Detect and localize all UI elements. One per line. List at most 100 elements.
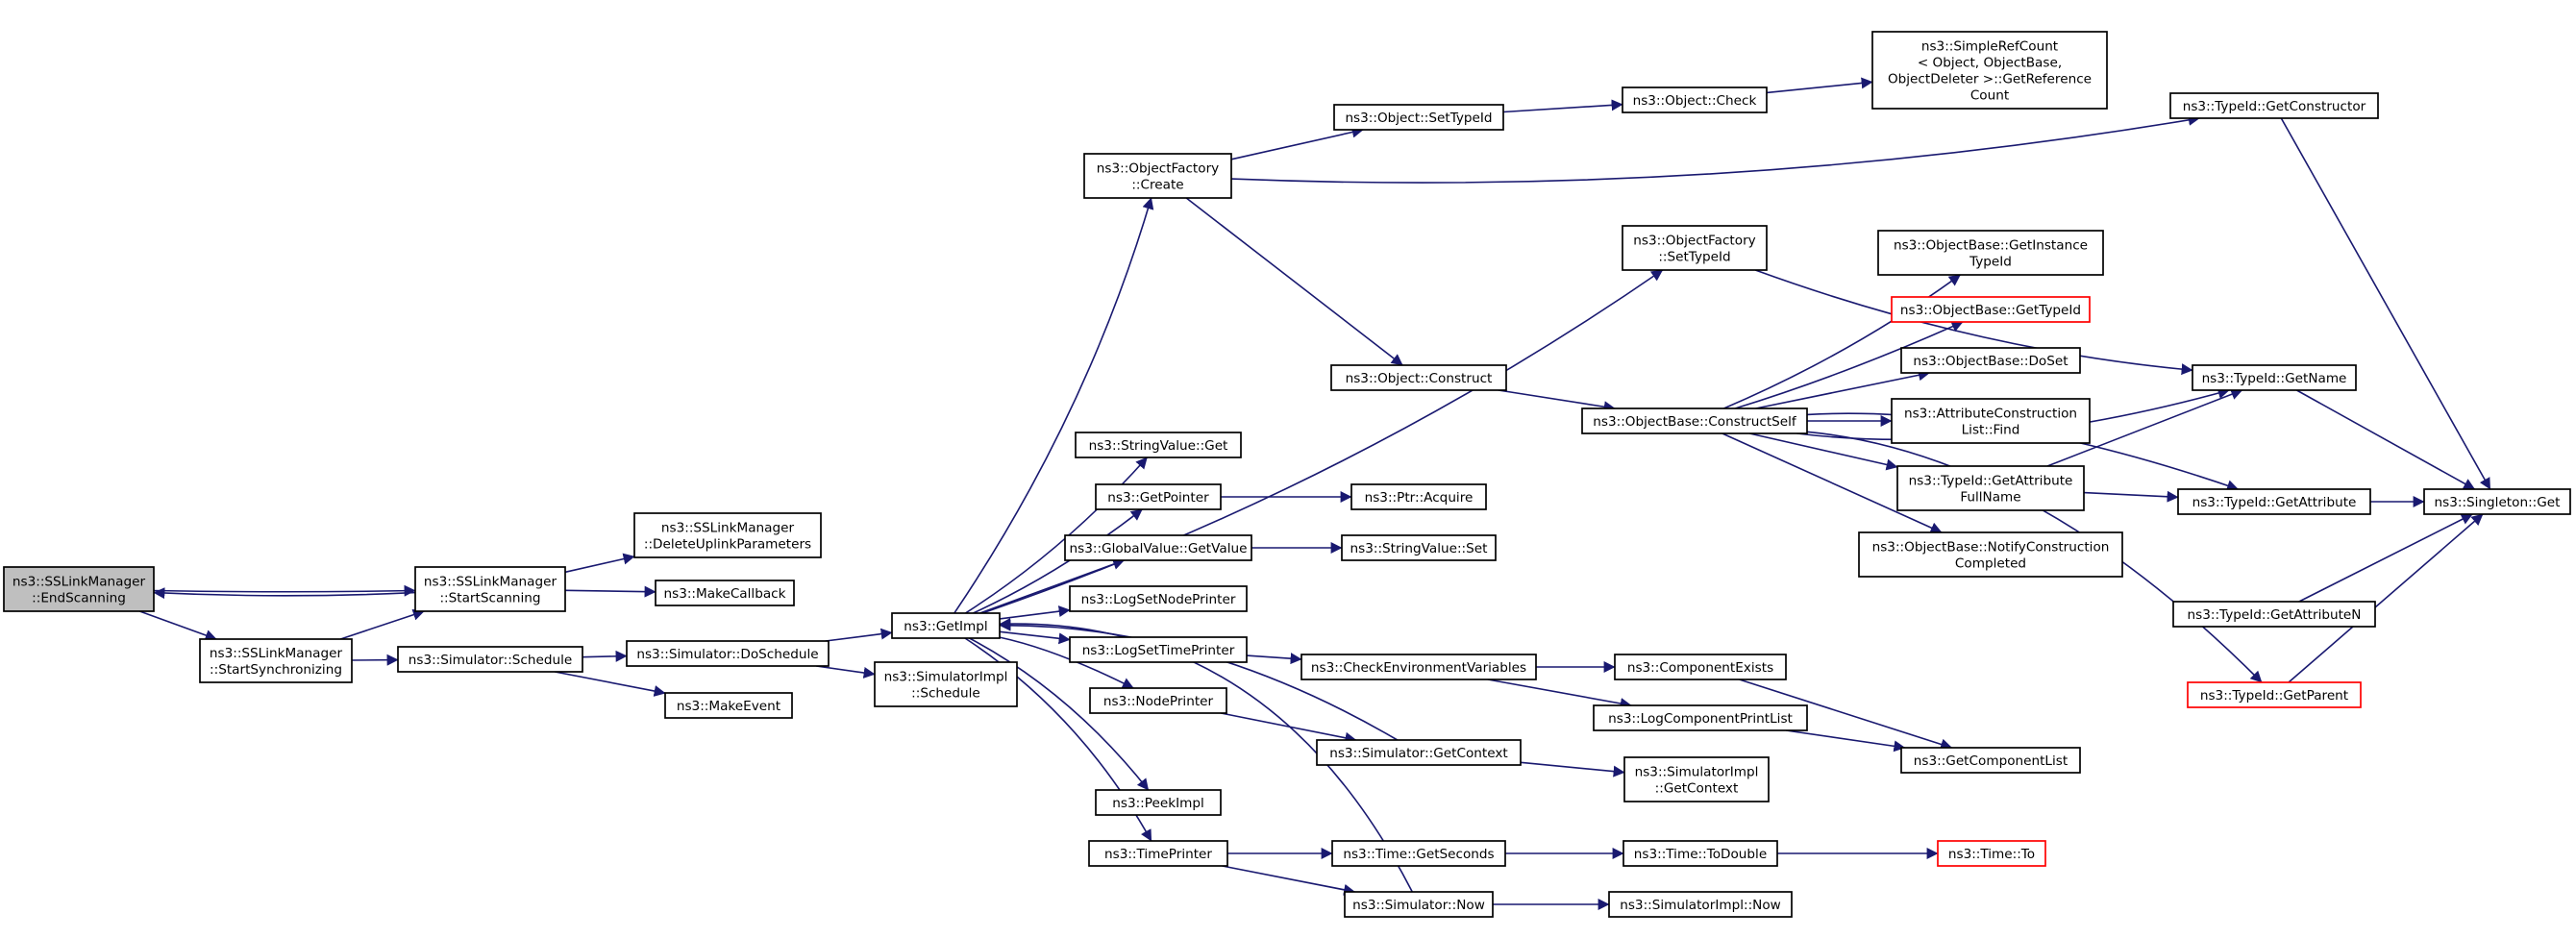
node-box[interactable] — [1608, 891, 1793, 918]
node-constructself[interactable]: ns3::ObjectBase::ConstructSelf — [1581, 407, 1808, 434]
node-box[interactable] — [1341, 534, 1497, 561]
node-typeidgetattribute[interactable]: ns3::TypeId::GetAttribute — [2177, 488, 2371, 515]
node-box[interactable] — [397, 646, 583, 673]
node-box[interactable] — [1330, 364, 1507, 391]
node-objectsettypeid[interactable]: ns3::Object::SetTypeId — [1333, 104, 1504, 131]
node-box[interactable] — [874, 661, 1018, 707]
node-box[interactable] — [664, 692, 793, 719]
node-box[interactable] — [1069, 636, 1248, 663]
node-nodeprinter[interactable]: ns3::NodePrinter — [1089, 687, 1227, 714]
node-box[interactable] — [2423, 488, 2571, 515]
node-box[interactable] — [633, 512, 822, 558]
node-box[interactable] — [1623, 756, 1770, 802]
node-box[interactable] — [3, 566, 155, 612]
node-logsettimeprinter[interactable]: ns3::LogSetTimePrinter — [1069, 636, 1248, 663]
node-doschedule[interactable]: ns3::Simulator::DoSchedule — [626, 640, 830, 667]
node-box[interactable] — [1593, 704, 1808, 731]
node-box[interactable] — [1316, 739, 1522, 766]
node-box[interactable] — [1331, 840, 1506, 867]
node-logcomponentprintlist[interactable]: ns3::LogComponentPrintList — [1593, 704, 1808, 731]
node-doset[interactable]: ns3::ObjectBase::DoSet — [1900, 347, 2081, 374]
node-box[interactable] — [626, 640, 830, 667]
node-box[interactable] — [1344, 891, 1494, 918]
node-box[interactable] — [2169, 92, 2379, 119]
node-box[interactable] — [1075, 432, 1242, 458]
node-schedule[interactable]: ns3::Simulator::Schedule — [397, 646, 583, 673]
node-box[interactable] — [1581, 407, 1808, 434]
node-obgettypeid[interactable]: ns3::ObjectBase::GetTypeId — [1891, 296, 2091, 323]
node-box[interactable] — [1095, 483, 1222, 510]
node-endscanning[interactable]: ns3::SSLinkManager::EndScanning — [3, 566, 155, 612]
node-box[interactable] — [1896, 465, 2085, 511]
node-objfactorycreate[interactable]: ns3::ObjectFactory::Create — [1083, 153, 1232, 199]
node-box[interactable] — [1350, 483, 1487, 510]
node-box[interactable] — [1300, 654, 1537, 680]
node-box[interactable] — [2172, 601, 2376, 628]
node-timeprinter[interactable]: ns3::TimePrinter — [1088, 840, 1228, 867]
node-getconstructor[interactable]: ns3::TypeId::GetConstructor — [2169, 92, 2379, 119]
node-box[interactable] — [1622, 840, 1778, 867]
node-getimpl[interactable]: ns3::GetImpl — [891, 612, 1001, 639]
node-simimplgetcontext[interactable]: ns3::SimulatorImpl::GetContext — [1623, 756, 1770, 802]
node-box[interactable] — [1858, 531, 2123, 578]
node-typeidgetattributen[interactable]: ns3::TypeId::GetAttributeN — [2172, 601, 2376, 628]
node-startscanning[interactable]: ns3::SSLinkManager::StartScanning — [414, 566, 566, 612]
node-logsetnodeprinter[interactable]: ns3::LogSetNodePrinter — [1069, 585, 1248, 612]
node-box[interactable] — [1622, 225, 1768, 271]
node-singletonget[interactable]: ns3::Singleton::Get — [2423, 488, 2571, 515]
node-getpointer[interactable]: ns3::GetPointer — [1095, 483, 1222, 510]
node-simimplschedule[interactable]: ns3::SimulatorImpl::Schedule — [874, 661, 1018, 707]
node-box[interactable] — [414, 566, 566, 612]
node-stringvalueset[interactable]: ns3::StringValue::Set — [1341, 534, 1497, 561]
node-objectcheck[interactable]: ns3::Object::Check — [1622, 86, 1768, 113]
node-box[interactable] — [1900, 747, 2081, 774]
node-box[interactable] — [1937, 840, 2046, 867]
node-timetodouble[interactable]: ns3::Time::ToDouble — [1622, 840, 1778, 867]
node-box[interactable] — [655, 580, 795, 606]
node-simulatornow[interactable]: ns3::Simulator::Now — [1344, 891, 1494, 918]
node-box[interactable] — [1871, 31, 2108, 110]
node-box[interactable] — [1089, 687, 1227, 714]
node-box[interactable] — [1088, 840, 1228, 867]
node-objfactorysettypeid[interactable]: ns3::ObjectFactory::SetTypeId — [1622, 225, 1768, 271]
node-box[interactable] — [891, 612, 1001, 639]
node-componentexists[interactable]: ns3::ComponentExists — [1614, 654, 1787, 680]
node-typeidgetparent[interactable]: ns3::TypeId::GetParent — [2187, 681, 2362, 708]
node-box[interactable] — [1095, 789, 1222, 816]
node-deleteuplink[interactable]: ns3::SSLinkManager::DeleteUplinkParamete… — [633, 512, 822, 558]
node-typeidgetname[interactable]: ns3::TypeId::GetName — [2192, 364, 2357, 391]
node-box[interactable] — [2192, 364, 2357, 391]
node-box[interactable] — [199, 638, 353, 683]
node-stringvalueget[interactable]: ns3::StringValue::Get — [1075, 432, 1242, 458]
node-getcontext[interactable]: ns3::Simulator::GetContext — [1316, 739, 1522, 766]
node-box[interactable] — [1900, 347, 2081, 374]
node-box[interactable] — [2187, 681, 2362, 708]
node-box[interactable] — [1614, 654, 1787, 680]
node-timegetseconds[interactable]: ns3::Time::GetSeconds — [1331, 840, 1506, 867]
node-startsync[interactable]: ns3::SSLinkManager::StartSynchronizing — [199, 638, 353, 683]
node-peekimpl[interactable]: ns3::PeekImpl — [1095, 789, 1222, 816]
node-objectconstruct[interactable]: ns3::Object::Construct — [1330, 364, 1507, 391]
node-box[interactable] — [1083, 153, 1232, 199]
node-makecallback[interactable]: ns3::MakeCallback — [655, 580, 795, 606]
node-makeevent[interactable]: ns3::MakeEvent — [664, 692, 793, 719]
node-box[interactable] — [1891, 296, 2091, 323]
node-box[interactable] — [2177, 488, 2371, 515]
node-box[interactable] — [1877, 230, 2104, 276]
node-globalvalueget[interactable]: ns3::GlobalValue::GetValue — [1064, 534, 1252, 561]
node-box[interactable] — [1891, 398, 2091, 444]
node-box[interactable] — [1333, 104, 1504, 131]
node-ptracquire[interactable]: ns3::Ptr::Acquire — [1350, 483, 1487, 510]
node-simimplnow[interactable]: ns3::SimulatorImpl::Now — [1608, 891, 1793, 918]
node-timeto[interactable]: ns3::Time::To — [1937, 840, 2046, 867]
node-box[interactable] — [1069, 585, 1248, 612]
node-simplerefcount[interactable]: ns3::SimpleRefCount< Object, ObjectBase,… — [1871, 31, 2108, 110]
node-box[interactable] — [1622, 86, 1768, 113]
node-notifyconstruction[interactable]: ns3::ObjectBase::NotifyConstructionCompl… — [1858, 531, 2123, 578]
node-getcomponentlist[interactable]: ns3::GetComponentList — [1900, 747, 2081, 774]
node-box[interactable] — [1064, 534, 1252, 561]
node-checkenv[interactable]: ns3::CheckEnvironmentVariables — [1300, 654, 1537, 680]
